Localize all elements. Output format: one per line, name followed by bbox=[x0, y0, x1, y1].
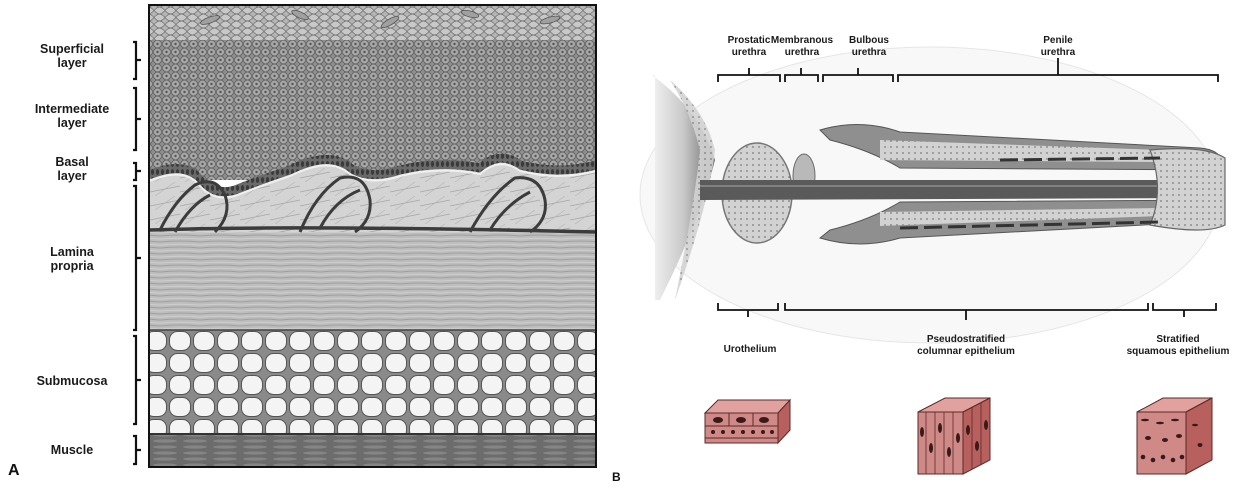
urothelium-cell-block bbox=[705, 400, 790, 443]
epithelium-label-urothelium: Urothelium bbox=[706, 344, 794, 356]
panel-letter-b: B bbox=[612, 470, 621, 484]
glans bbox=[1150, 149, 1225, 230]
urethra-lumen bbox=[700, 180, 1220, 200]
pseudostratified-cell-block bbox=[918, 398, 990, 474]
stratified-squamous-cell-block bbox=[1137, 398, 1212, 474]
